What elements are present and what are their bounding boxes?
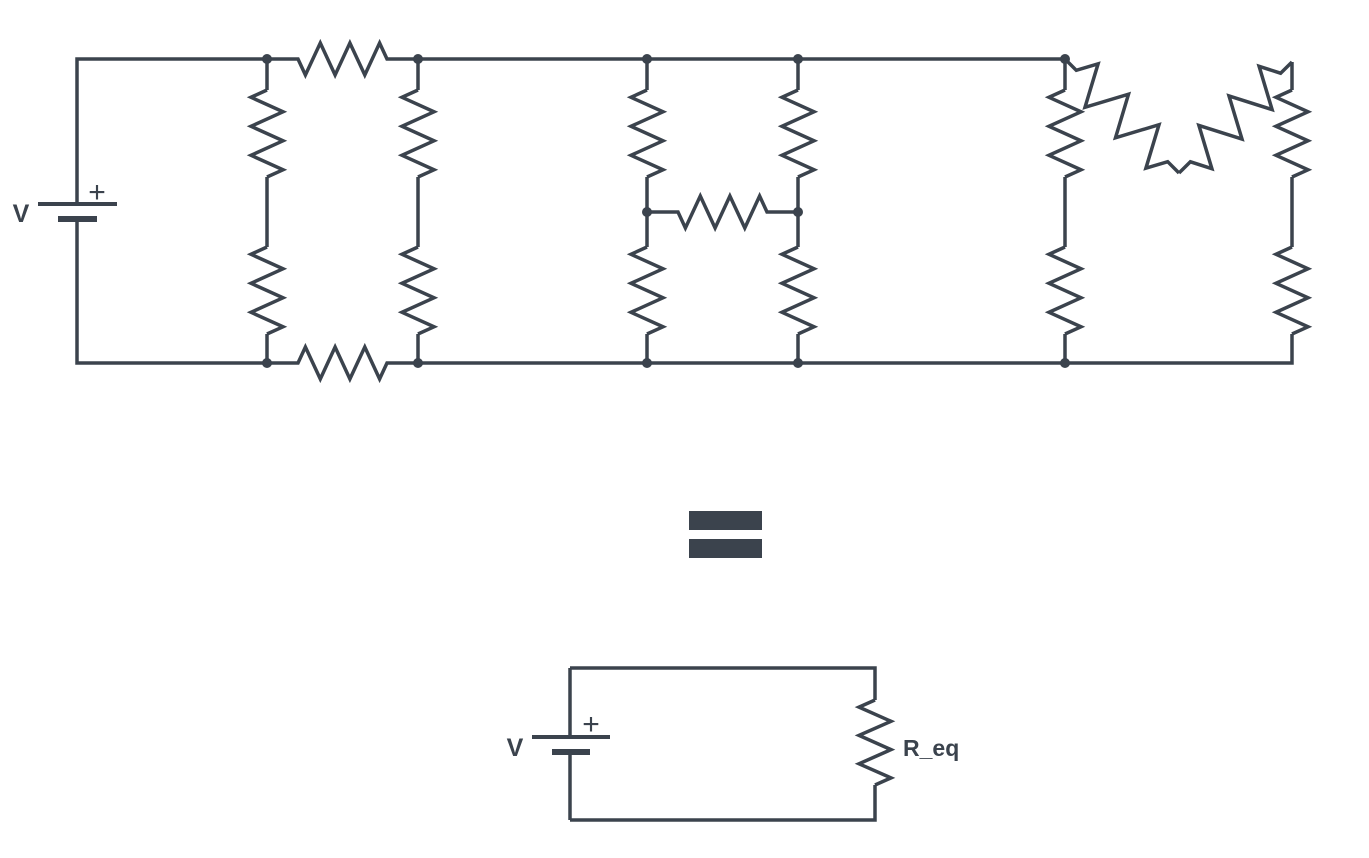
equals-bar-bottom	[689, 539, 762, 558]
resistor-branch6-top	[1271, 88, 1313, 179]
junction-node	[793, 207, 803, 217]
junction-node	[642, 54, 652, 64]
junction-node	[413, 54, 423, 64]
req-label: R_eq	[903, 735, 959, 761]
resistor-middle-bridge	[647, 191, 798, 233]
junction-node	[262, 54, 272, 64]
resistor-branch1-bottom	[246, 245, 288, 336]
plus-sign: +	[582, 708, 600, 741]
junction-node	[262, 358, 272, 368]
plus-sign: +	[88, 176, 106, 209]
resistor-branch5-top	[1044, 88, 1086, 179]
resistor-bottom-rail	[267, 342, 418, 384]
resistor-branch1-top	[246, 88, 288, 179]
resistor-branch5-bottom	[1044, 245, 1086, 336]
resistor-branch6-bottom	[1271, 245, 1313, 336]
source-label: V	[13, 200, 30, 228]
voltage-source: V +	[13, 176, 117, 228]
junction-node	[793, 358, 803, 368]
resistor-branch3-bottom	[626, 245, 668, 336]
resistor-branch2-bottom	[397, 245, 439, 336]
resistor-diagonal-left	[1063, 57, 1181, 175]
junction-node	[793, 54, 803, 64]
resistor-branch3-top	[626, 88, 668, 179]
resistor-branch2-top	[397, 88, 439, 179]
equals-bar-top	[689, 511, 762, 530]
junction-node	[642, 358, 652, 368]
resistor-top-rail	[267, 38, 418, 80]
complex-circuit: V +	[13, 38, 1313, 384]
junction-node	[642, 207, 652, 217]
resistor-req	[854, 698, 896, 787]
resistor-branch4-bottom	[777, 245, 819, 336]
voltage-source: V +	[507, 708, 610, 762]
equivalent-circuit: V + R_eq	[507, 666, 959, 822]
junction-node	[1060, 358, 1070, 368]
source-label: V	[507, 734, 524, 762]
wire-network	[568, 666, 877, 822]
equals-icon	[689, 511, 762, 558]
junction-node	[1060, 54, 1070, 64]
resistor-branch4-top	[777, 88, 819, 179]
junction-node	[413, 358, 423, 368]
resistor-diagonal-right	[1177, 60, 1294, 175]
